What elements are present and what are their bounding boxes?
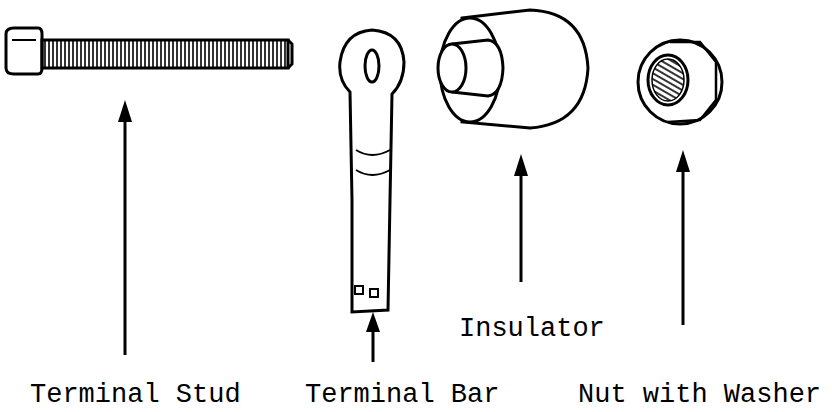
leader-arrow: [118, 100, 132, 355]
leader-arrow: [514, 154, 528, 282]
terminal-bar: [340, 30, 404, 312]
nut-with-washer: [638, 40, 722, 124]
leader-arrow: [676, 150, 690, 325]
part-label: Insulator: [459, 314, 605, 344]
part-label: Terminal Stud: [30, 380, 241, 410]
part-label: Terminal Bar: [305, 380, 499, 410]
part-label: Nut with Washer: [578, 380, 821, 410]
leader-arrow: [366, 312, 380, 362]
terminal-stud: [6, 28, 292, 74]
insulator: [438, 10, 588, 128]
